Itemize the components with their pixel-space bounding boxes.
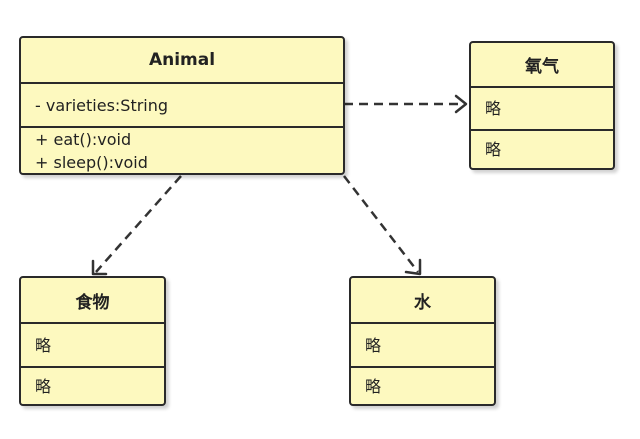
attribute-row: - varieties:String <box>35 95 169 115</box>
edge-animal-to-food <box>95 175 182 273</box>
class-food-operations: 略 <box>21 366 164 404</box>
operation-row: 略 <box>485 140 502 159</box>
class-animal-operations: + eat():void + sleep():void <box>21 126 343 173</box>
class-oxygen-attributes: 略 <box>471 86 613 129</box>
class-food-attributes: 略 <box>21 322 164 366</box>
class-water-name: 水 <box>414 292 431 313</box>
class-water-operations: 略 <box>351 366 494 404</box>
class-animal-name: Animal <box>148 50 216 70</box>
operation-row: + eat():void <box>35 129 132 149</box>
attribute-row: 略 <box>485 99 502 118</box>
class-oxygen-operations: 略 <box>471 129 613 168</box>
operation-row: + sleep():void <box>35 152 148 172</box>
class-food-name: 食物 <box>75 292 110 313</box>
arrowhead-food <box>91 259 108 276</box>
class-oxygen-name: 氧气 <box>525 57 559 77</box>
class-animal[interactable]: Animal - varieties:String + eat():void +… <box>19 36 345 175</box>
class-water-attributes: 略 <box>351 322 494 366</box>
arrowhead-oxygen <box>454 94 468 114</box>
attribute-row: 略 <box>365 335 382 355</box>
class-oxygen[interactable]: 氧气 略 略 <box>469 41 615 170</box>
operation-row: 略 <box>35 376 52 396</box>
class-water[interactable]: 水 略 略 <box>349 276 496 406</box>
attribute-row: 略 <box>35 335 52 355</box>
operation-row: 略 <box>365 376 382 396</box>
arrowhead-water <box>404 258 422 276</box>
edge-animal-to-water <box>343 175 419 273</box>
class-food[interactable]: 食物 略 略 <box>19 276 166 406</box>
class-animal-attributes: - varieties:String <box>21 82 343 126</box>
